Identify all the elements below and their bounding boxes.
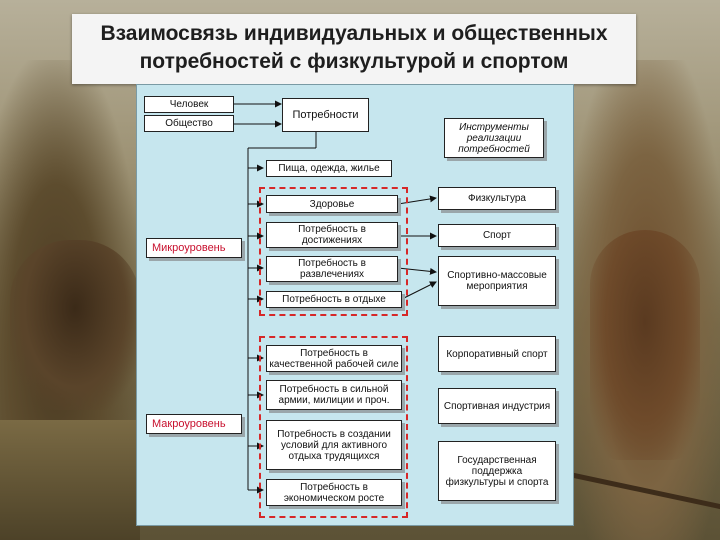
macro-level-label: Макроуровень <box>146 414 242 434</box>
need-rest: Потребность в отдыхе <box>266 291 402 308</box>
micro-needs-group <box>259 187 408 316</box>
need-quality-workforce: Потребность в качественной рабочей силе <box>266 345 402 372</box>
need-active-rest-conditions: Потребность в создании условий для актив… <box>266 420 402 470</box>
instrument-sports-industry: Спортивная индустрия <box>438 388 556 424</box>
instrument-mass-sports-events: Спортивно-массовые мероприятия <box>438 256 556 306</box>
macro-needs-group <box>259 336 408 518</box>
subject-person: Человек <box>144 96 234 113</box>
title-line-1: Взаимосвязь индивидуальных и общественны… <box>100 22 608 45</box>
instruments-header: Инструменты реализации потребностей <box>444 118 544 158</box>
title-line-2: потребностей с физкультурой и спортом <box>139 50 569 73</box>
need-economic-growth: Потребность в экономическом росте <box>266 479 402 506</box>
needs-header: Потребности <box>282 98 369 132</box>
subject-society: Общество <box>144 115 234 132</box>
instrument-corporate-sport: Корпоративный спорт <box>438 336 556 372</box>
instrument-sport: Спорт <box>438 224 556 247</box>
instrument-physical-culture: Физкультура <box>438 187 556 210</box>
basic-need-box: Пища, одежда, жилье <box>266 160 392 177</box>
micro-level-label: Микроуровень <box>146 238 242 258</box>
need-health: Здоровье <box>266 195 398 213</box>
need-achievements: Потребность в достижениях <box>266 222 398 248</box>
need-strong-army: Потребность в сильной армии, милиции и п… <box>266 380 402 410</box>
slide-title: Взаимосвязь индивидуальных и общественны… <box>72 14 636 84</box>
need-entertainment: Потребность в развлечениях <box>266 256 398 282</box>
instrument-state-support: Государственная поддержка физкультуры и … <box>438 441 556 501</box>
